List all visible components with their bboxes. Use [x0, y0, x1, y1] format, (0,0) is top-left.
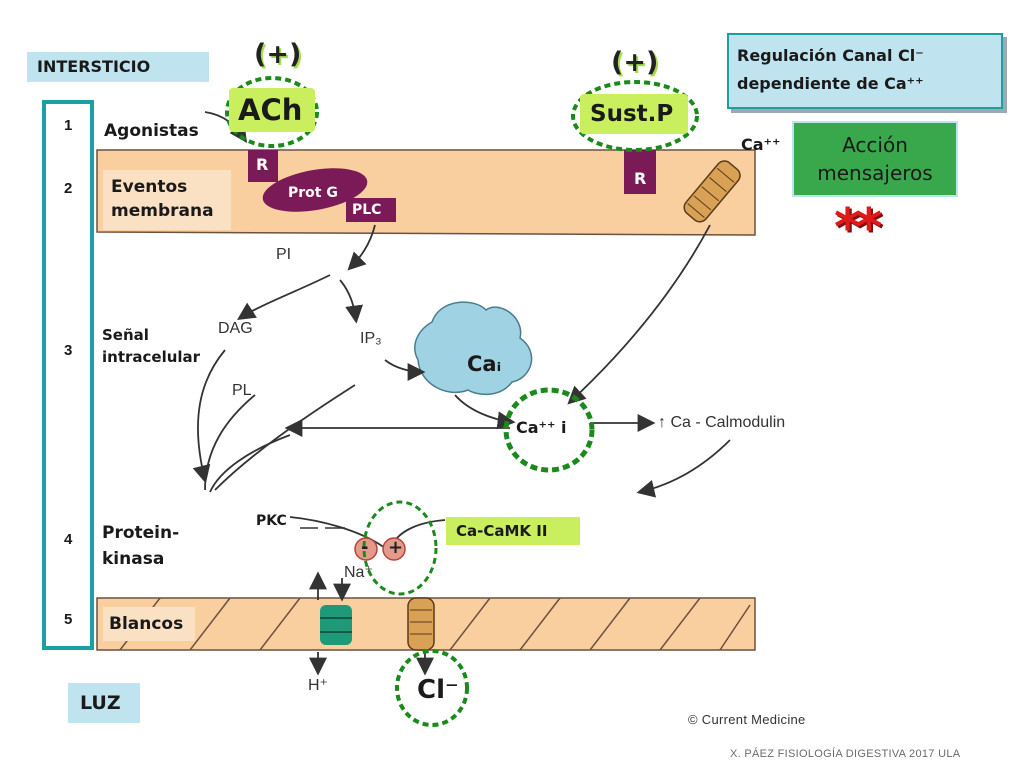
sustp-highlight [571, 80, 699, 152]
plc-shape [346, 198, 396, 222]
camk-box: Ca-CaMK II [446, 517, 580, 545]
upper-ca-channel [683, 160, 741, 223]
messengers-box: Acción mensajeros [792, 121, 958, 197]
pi-label: PI [276, 246, 292, 263]
ca-store-label: Caᵢ [467, 352, 502, 376]
minus-circle [354, 537, 378, 561]
calmodulin-label: ↑ Ca - Calmodulin [658, 414, 786, 431]
ca-store-shape [414, 301, 533, 396]
stage-number-1: 1 [64, 117, 73, 134]
lumen-label: LUZ [80, 692, 121, 714]
na-label: Na⁺ [344, 564, 373, 581]
ach-label: ACh [238, 93, 303, 127]
plus-sign: + [388, 537, 404, 558]
interstitium-label: INTERSTICIO [27, 52, 209, 82]
copyright: © Current Medicine [688, 712, 806, 727]
sustp-label: Sust.P [590, 101, 674, 127]
receptor-right-shape [624, 150, 656, 194]
stimulus-right-sign: (+) [611, 47, 659, 78]
h-label: H⁺ [308, 677, 328, 694]
messengers-line-2: mensajeros [817, 161, 933, 185]
minus-sign: - [361, 537, 369, 558]
stage-bar [42, 100, 94, 650]
pkc-target-highlight [362, 500, 438, 596]
protein-kinase-line-2: kinasa [102, 549, 165, 569]
footer: X. PÁEZ FISIOLOGÍA DIGESTIVA 2017 ULA [730, 748, 961, 760]
receptor-left-label: R [256, 155, 269, 174]
sustp-box: Sust.P [580, 94, 688, 134]
stimulus-left-sign: (+) [254, 39, 302, 70]
lumen-label-box: LUZ [68, 683, 140, 723]
stage-number-2: 2 [64, 180, 73, 197]
ca-extracellular-label: Ca⁺⁺ [741, 135, 781, 154]
camk-label: Ca-CaMK II [456, 522, 548, 540]
stage-number-3: 3 [64, 342, 73, 359]
title-box: Regulación Canal Cl⁻ dependiente de Ca⁺⁺ [727, 33, 1003, 109]
intracellular-signal-line-2: intracelular [102, 348, 201, 366]
ca-i-highlight [503, 387, 595, 473]
ach-box: ACh [229, 88, 315, 132]
dag-label: DAG [218, 320, 253, 337]
pl-label: PL [232, 382, 252, 399]
cl-channel-shape [407, 597, 435, 651]
plc-label: PLC [352, 202, 382, 218]
title-line-1: Regulación Canal Cl⁻ [737, 46, 924, 65]
targets-box: Blancos [103, 607, 195, 641]
plus-circle [382, 537, 406, 561]
targets-label: Blancos [109, 614, 184, 634]
ca-intracellular-label: Ca⁺⁺ i [516, 418, 567, 437]
stage-number-4: 4 [64, 531, 73, 548]
messengers-line-1: Acción [842, 133, 908, 157]
stage-number-5: 5 [64, 611, 73, 628]
agonists-label: Agonistas [104, 121, 199, 141]
prot-g-shape [262, 168, 368, 212]
intracellular-signal-line-1: Señal [102, 326, 149, 344]
membrane-events-line-1: Eventos [111, 177, 188, 197]
receptor-left-shape [248, 150, 278, 182]
pkc-label: PKC [256, 513, 287, 529]
prot-g-label: Prot G [288, 185, 338, 201]
receptor-right-label: R [634, 169, 647, 188]
exchanger-shape [320, 605, 352, 645]
membrane-events-line-2: membrana [111, 201, 214, 221]
title-line-2: dependiente de Ca⁺⁺ [737, 74, 924, 93]
ach-highlight [225, 76, 319, 148]
ip3-label: IP₃ [360, 330, 382, 347]
membrane-events-box: Eventos membrana [103, 170, 231, 230]
cl-highlight [395, 649, 469, 727]
cl-label: Cl⁻ [417, 675, 459, 705]
asterisks: ** [834, 198, 882, 258]
protein-kinase-line-1: Protein- [102, 523, 180, 543]
